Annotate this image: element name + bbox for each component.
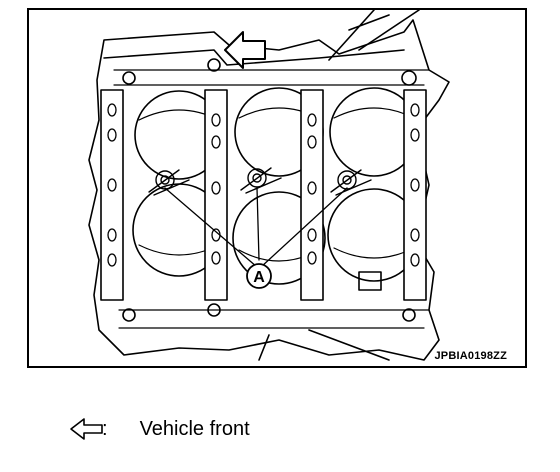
figure-id: JPBIA0198ZZ: [434, 350, 507, 362]
legend-colon: :: [102, 417, 108, 440]
callout-circle: [246, 263, 272, 289]
leader-line: [256, 187, 260, 261]
hollow-left-arrow-icon: [70, 418, 103, 440]
front-direction-arrow-icon: [224, 31, 266, 69]
engine-block-diagram: A JPBIA0198ZZ: [27, 8, 527, 368]
legend: : Vehicle front: [68, 412, 250, 446]
block-outline: [88, 19, 450, 361]
engine-block-drawing: A: [88, 10, 450, 361]
leader-line: [260, 187, 348, 268]
leader-line: [164, 187, 258, 268]
cylinder-bore: [232, 191, 326, 285]
legend-text: Vehicle front: [139, 417, 250, 440]
callout-label: A: [253, 269, 265, 286]
